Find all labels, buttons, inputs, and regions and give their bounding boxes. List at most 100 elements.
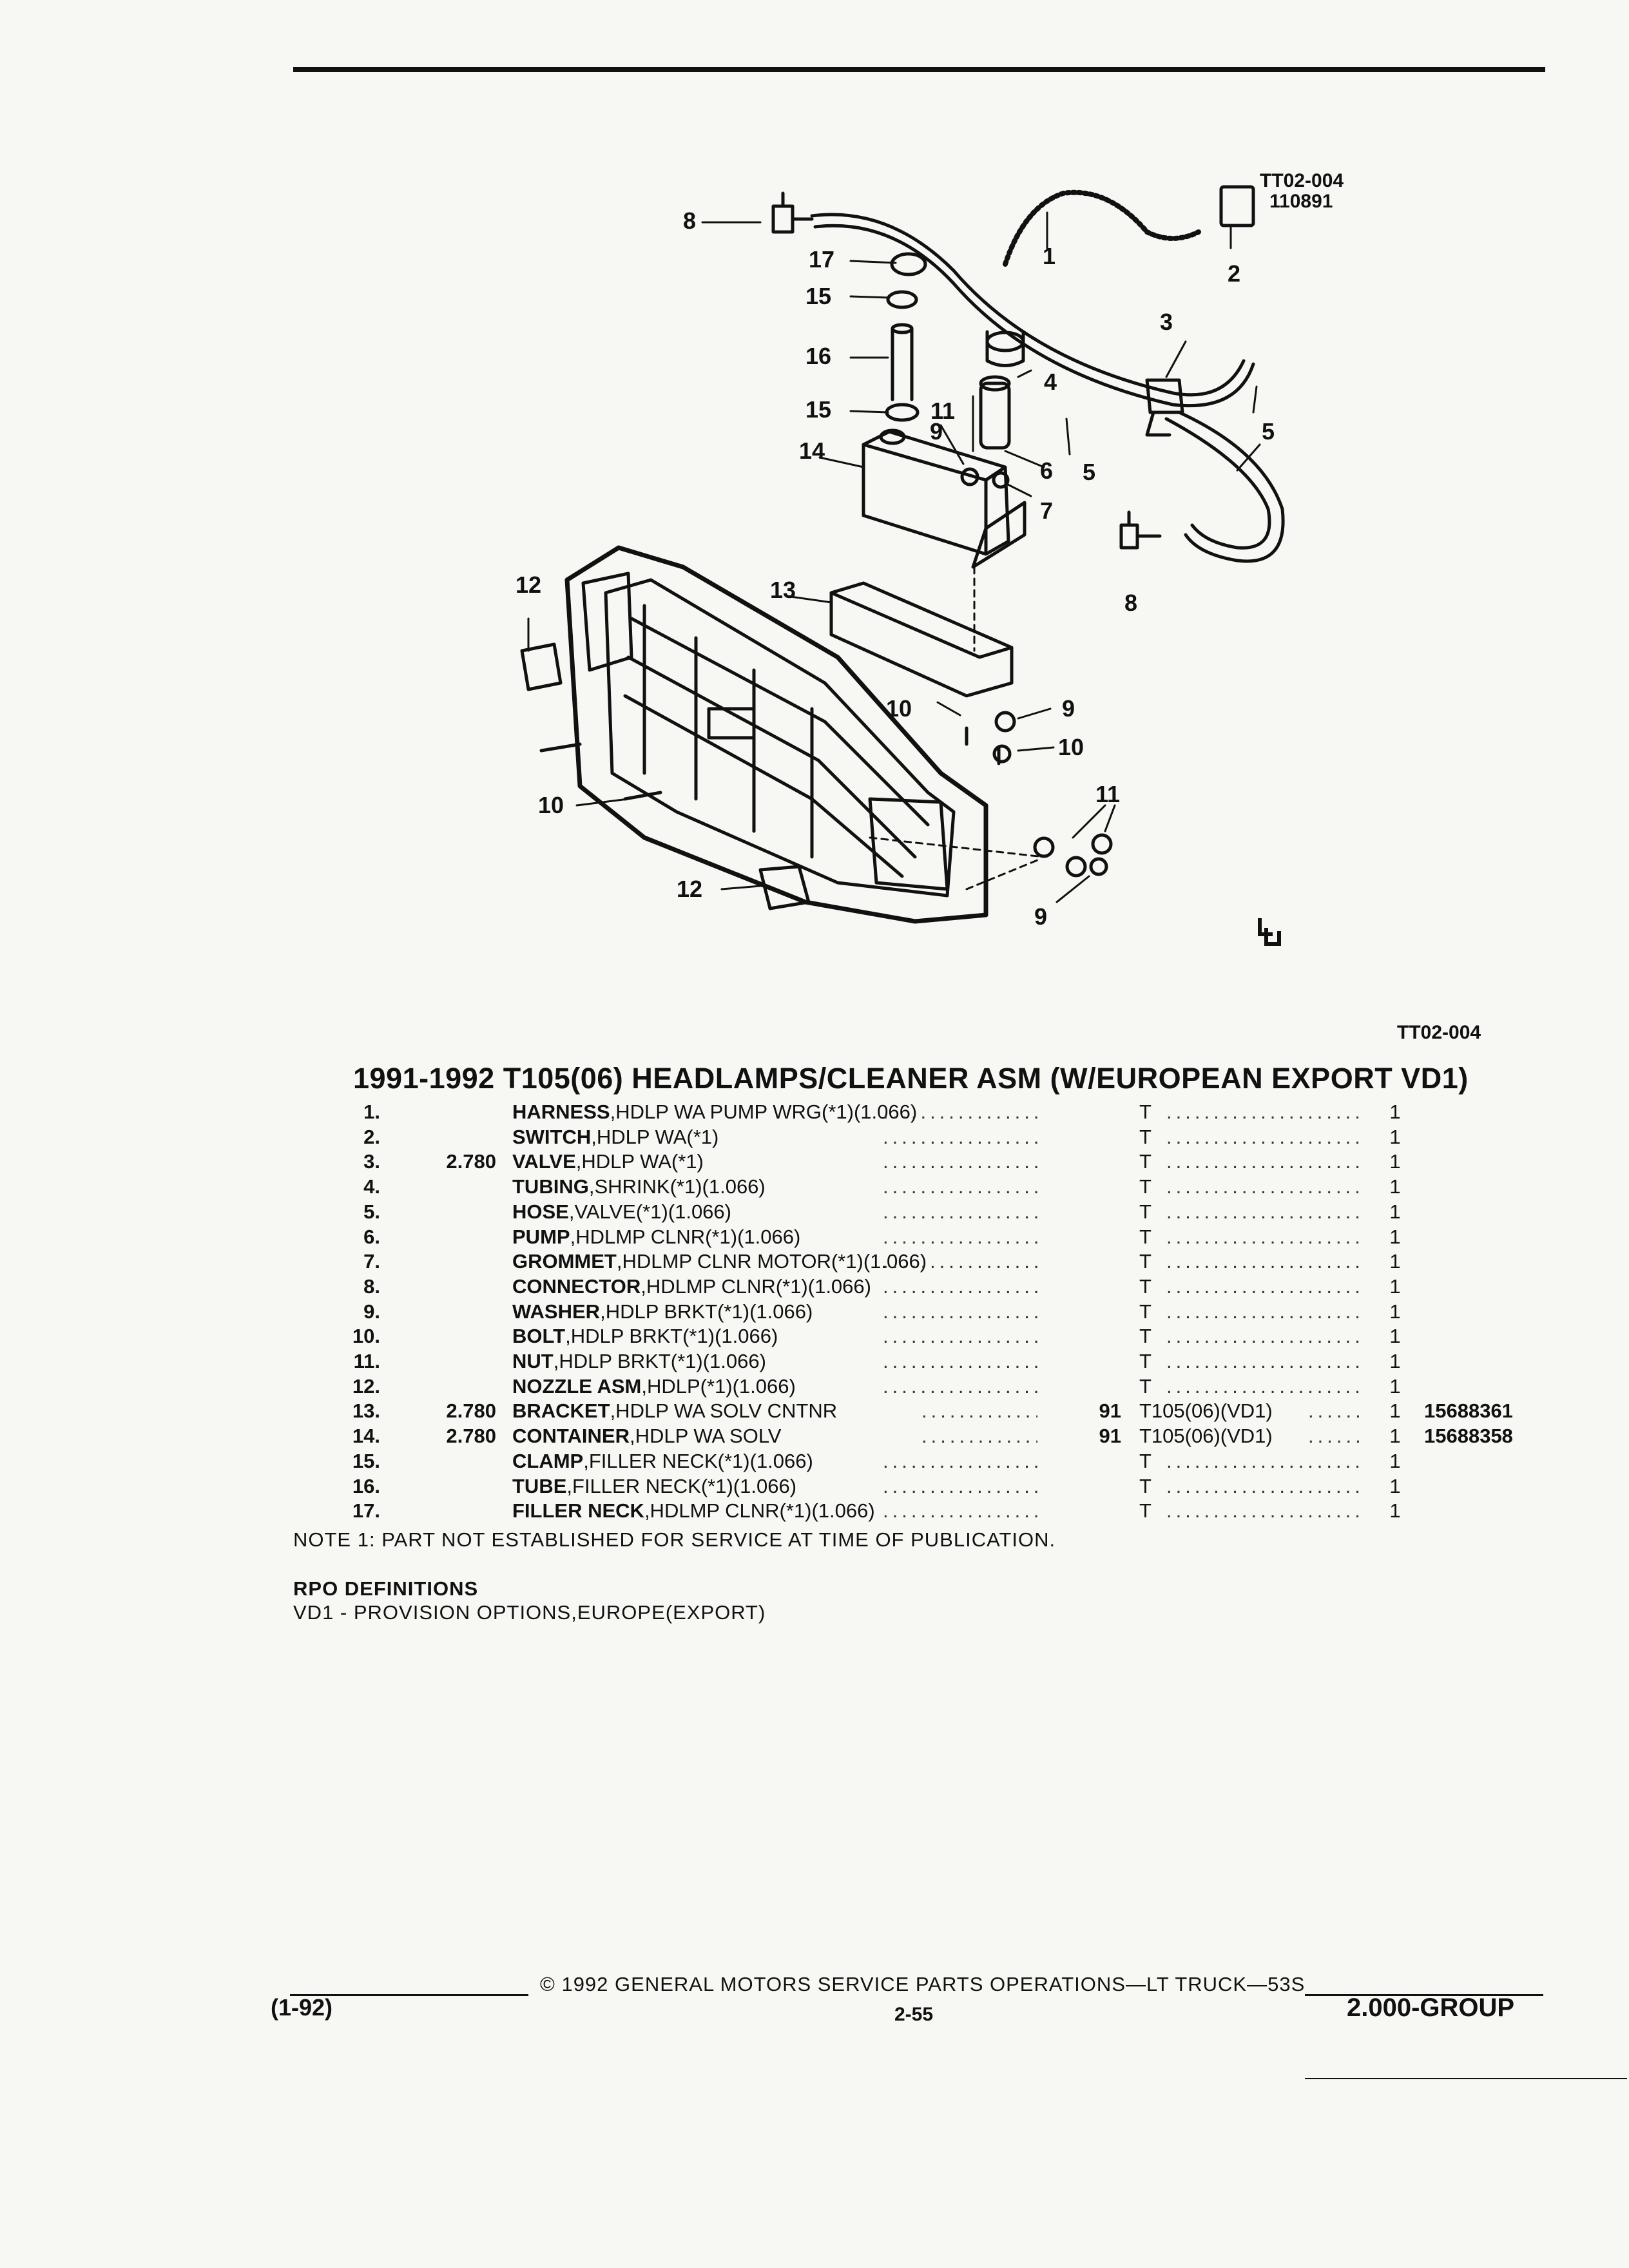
- right-headlamp-opening: [868, 797, 949, 891]
- callout-2: 2: [1228, 260, 1240, 287]
- quantity: 1: [1389, 1175, 1401, 1198]
- part-description: HOSE,VALVE(*1)(1.066): [512, 1200, 1041, 1224]
- item-number: 15.: [352, 1449, 380, 1472]
- callout-4: 4: [1044, 369, 1057, 395]
- quantity: 1: [1389, 1100, 1401, 1123]
- footer-rule-left: [290, 1994, 528, 1996]
- callout-12-bottom: 12: [677, 876, 702, 902]
- table-row: VALVE,HDLP WA(*1).......................…: [0, 1150, 1629, 1173]
- callout-11-top: 11: [930, 398, 955, 424]
- callout-11-bottom: 11: [1095, 781, 1120, 807]
- part-detail: ,HDLP WA(*1): [575, 1150, 704, 1173]
- leader-dots: ..................................: [883, 1325, 1037, 1348]
- callout-8-top: 8: [683, 207, 696, 234]
- part-name: WASHER: [512, 1300, 601, 1323]
- hose-upper: [810, 213, 1246, 397]
- part-name: FILLER NECK: [512, 1499, 644, 1523]
- model-code: T: [1139, 1300, 1152, 1323]
- model-code: T: [1139, 1250, 1152, 1273]
- leader-dots: ................................: [1166, 1350, 1360, 1372]
- leader-dots: ..................................: [883, 1499, 1037, 1523]
- leader-dots: ..................................: [883, 1350, 1037, 1372]
- footer-revision-date: (1-92): [271, 1994, 333, 2021]
- nozzle-12-top: [520, 642, 563, 691]
- footer-copyright: © 1992 GENERAL MOTORS SERVICE PARTS OPER…: [540, 1973, 1306, 1995]
- note-text: NOTE 1: PART NOT ESTABLISHED FOR SERVICE…: [293, 1528, 1056, 1551]
- illustration-ref: 2.780: [446, 1425, 496, 1448]
- container-14: [862, 430, 1010, 556]
- table-row: TUBING,SHRINK(*1)(1.066)................…: [0, 1175, 1629, 1198]
- leader-dots: ..................................: [883, 1274, 1037, 1298]
- part-detail: ,HDLMP CLNR(*1)(1.066): [570, 1225, 801, 1248]
- model-code: T: [1139, 1225, 1152, 1248]
- item-number: 5.: [363, 1200, 380, 1223]
- part-detail: ,HDLP BRKT(*1)(1.066): [553, 1350, 766, 1372]
- exploded-parts-diagram: 8 17 15 16 15 14 1 2 3 4 5 5 6 7 11 9 8 …: [516, 170, 1481, 1043]
- quantity: 1: [1389, 1200, 1401, 1223]
- table-row: WASHER,HDLP BRKT(*1)(1.066).............…: [0, 1300, 1629, 1323]
- part-detail: ,SHRINK(*1)(1.066): [588, 1175, 766, 1198]
- part-detail: ,HDLMP CLNR(*1)(1.066): [644, 1499, 875, 1523]
- part-detail: ,HDLP WA SOLV: [629, 1425, 782, 1448]
- table-row: NOZZLE ASM,HDLP(*1)(1.066)..............…: [0, 1375, 1629, 1398]
- pump-6: [979, 381, 1011, 450]
- quantity: 1: [1389, 1499, 1401, 1523]
- leader-dots: ..................................: [883, 1374, 1037, 1398]
- leader-dots: ..................................: [921, 1425, 1037, 1448]
- filler-neck-17: [890, 252, 927, 276]
- item-number: 8.: [363, 1274, 380, 1298]
- model-code: T: [1139, 1474, 1152, 1497]
- footer-rule-bottom: [1305, 2078, 1627, 2079]
- item-number: 16.: [352, 1474, 380, 1497]
- part-description: NOZZLE ASM,HDLP(*1)(1.066): [512, 1375, 1041, 1398]
- leader-dots: ................................: [1308, 1399, 1360, 1423]
- quantity: 1: [1389, 1274, 1401, 1298]
- part-description: HARNESS,HDLP WA PUMP WRG(*1)(1.066): [512, 1100, 1041, 1124]
- part-detail: ,HDLP BRKT(*1)(1.066): [600, 1300, 813, 1323]
- part-name: HARNESS: [512, 1100, 610, 1123]
- leader-dots: ................................: [1166, 1225, 1360, 1248]
- quantity: 1: [1389, 1125, 1401, 1148]
- model-code: T: [1139, 1374, 1152, 1398]
- part-description: GROMMET,HDLMP CLNR MOTOR(*1)(1.066): [512, 1250, 1041, 1273]
- callout-9-top: 9: [930, 418, 943, 445]
- model-year: 91: [1099, 1425, 1121, 1448]
- callout-5-left: 5: [1083, 459, 1095, 485]
- leader-dots: ................................: [1166, 1325, 1360, 1348]
- valve-3: [1145, 378, 1184, 437]
- part-detail: ,HDLMP CLNR MOTOR(*1)(1.066): [616, 1250, 927, 1273]
- table-row: HOSE,VALVE(*1)(1.066)...................…: [0, 1200, 1629, 1224]
- part-detail: ,FILLER NECK(*1)(1.066): [583, 1449, 813, 1472]
- leader-dots: ................................: [1166, 1100, 1360, 1123]
- model-code: T: [1139, 1100, 1152, 1123]
- item-number: 7.: [363, 1250, 380, 1273]
- harness-1: [1003, 189, 1201, 267]
- callout-6: 6: [1040, 457, 1053, 484]
- table-row: PUMP,HDLMP CLNR(*1)(1.066)..............…: [0, 1225, 1629, 1249]
- page-title: 1991-1992 T105(06) HEADLAMPS/CLEANER ASM…: [353, 1062, 1469, 1095]
- model-code: T105(06)(VD1): [1139, 1399, 1273, 1423]
- part-detail: ,HDLP BRKT(*1)(1.066): [565, 1325, 778, 1348]
- leader-dots: ..................................: [883, 1225, 1037, 1248]
- leader-dots: ..................................: [883, 1300, 1037, 1323]
- item-number: 11.: [353, 1350, 380, 1372]
- grille-inner: [604, 578, 956, 898]
- part-number: 15688361: [1424, 1399, 1513, 1423]
- part-name: BOLT: [512, 1325, 566, 1348]
- nozzle-12-bottom: [758, 865, 811, 910]
- part-name: CONNECTOR: [512, 1274, 641, 1298]
- part-name: PUMP: [512, 1225, 570, 1248]
- table-row: BRACKET,HDLP WA SOLV CNTNR..............…: [0, 1399, 1629, 1423]
- table-row: FILLER NECK,HDLMP CLNR(*1)(1.066).......…: [0, 1499, 1629, 1523]
- part-detail: ,HDLP WA PUMP WRG(*1)(1.066): [610, 1100, 918, 1123]
- part-detail: ,HDLMP CLNR(*1)(1.066): [641, 1274, 871, 1298]
- rpo-definition: VD1 - PROVISION OPTIONS,EUROPE(EXPORT): [293, 1601, 766, 1624]
- part-detail: ,HDLP(*1)(1.066): [641, 1374, 796, 1398]
- left-headlamp-opening: [581, 572, 633, 672]
- part-name: HOSE: [512, 1200, 569, 1223]
- model-code: T: [1139, 1449, 1152, 1472]
- leader-dots: ................................: [1166, 1374, 1360, 1398]
- part-description: CONNECTOR,HDLMP CLNR(*1)(1.066): [512, 1275, 1041, 1298]
- part-description: CLAMP,FILLER NECK(*1)(1.066): [512, 1450, 1041, 1473]
- leader-dots: ..................................: [921, 1399, 1037, 1423]
